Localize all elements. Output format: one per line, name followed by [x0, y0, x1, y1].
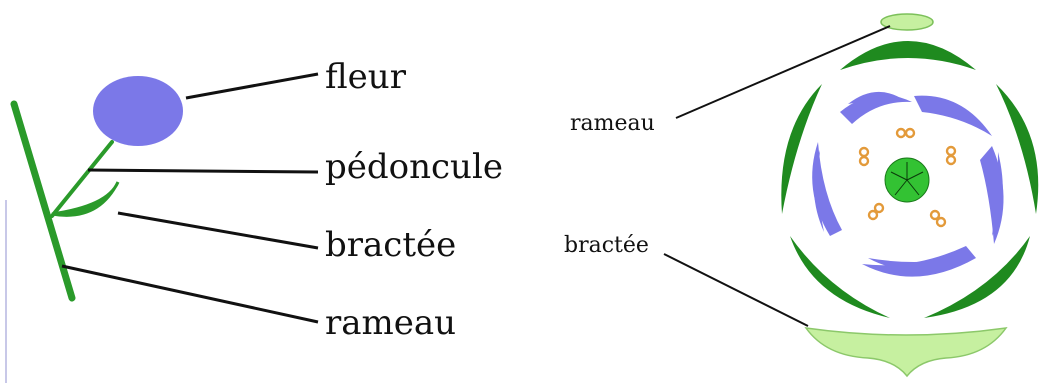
label-flower: fleur	[325, 57, 407, 97]
petal-fill	[862, 246, 976, 277]
branch-leader-line	[61, 264, 319, 324]
bract-shape	[51, 181, 120, 217]
label-right-bract: bractée	[564, 233, 649, 258]
stamen	[867, 202, 885, 221]
sepal	[781, 84, 822, 214]
label-peduncle: pédoncule	[325, 147, 503, 187]
sepal	[790, 236, 890, 318]
label-bract: bractée	[325, 225, 456, 265]
sepals	[781, 41, 1039, 318]
flower-leader-line	[185, 72, 319, 100]
sepal	[840, 41, 976, 70]
stamen	[858, 146, 870, 167]
stamen	[945, 145, 957, 166]
branch-oval	[880, 13, 934, 31]
right-diagram: rameau	[564, 13, 1039, 378]
sepal	[924, 236, 1030, 318]
peduncle-leader-line	[87, 168, 319, 174]
petal-fill	[980, 146, 1004, 244]
sepal	[996, 84, 1039, 214]
flower-shape	[93, 76, 183, 146]
peduncle-stem	[50, 140, 114, 218]
label-branch: rameau	[325, 303, 456, 343]
right-bract-leader-line	[663, 253, 809, 327]
petal-fill	[840, 94, 912, 124]
stamen	[895, 127, 916, 139]
bract-bottom	[804, 327, 1008, 378]
petal-fills	[812, 94, 1004, 277]
right-branch-leader-line	[675, 25, 891, 119]
stamen	[929, 209, 947, 228]
bract-leader-line	[117, 211, 319, 250]
stamens	[858, 127, 957, 228]
label-right-branch: rameau	[570, 111, 655, 136]
pistil	[884, 157, 930, 203]
left-diagram: fleur pédoncule bractée rameau	[5, 57, 503, 383]
petal-fill	[812, 142, 842, 236]
petal-fill	[914, 95, 992, 136]
